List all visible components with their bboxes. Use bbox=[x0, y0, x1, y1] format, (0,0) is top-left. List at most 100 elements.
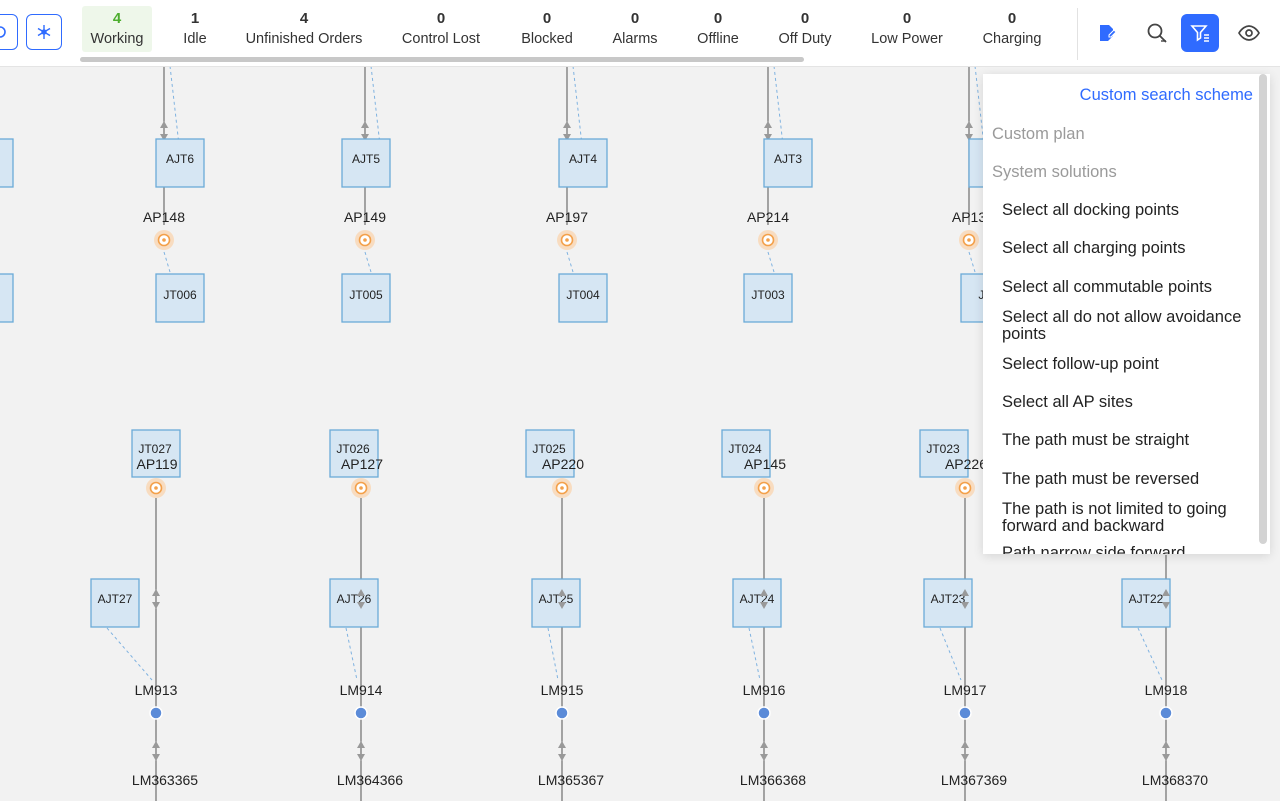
map-graph[interactable]: AJT6AP148JT006AJT5AP149JT005AJT4AP197JT0… bbox=[0, 66, 1280, 801]
station-box[interactable] bbox=[558, 273, 608, 323]
station-box[interactable] bbox=[743, 273, 793, 323]
dashed-link[interactable] bbox=[364, 251, 372, 273]
dropdown-scrollbar[interactable] bbox=[1259, 74, 1267, 544]
edit-button[interactable] bbox=[1088, 14, 1126, 52]
dropdown-option[interactable]: Select all do not allow avoidance points bbox=[1002, 308, 1242, 343]
station-box[interactable] bbox=[90, 578, 140, 628]
direction-arrow[interactable] bbox=[152, 754, 160, 761]
dashed-link[interactable] bbox=[547, 627, 559, 681]
station-box[interactable] bbox=[531, 578, 581, 628]
snowflake-button[interactable] bbox=[26, 14, 62, 50]
ap-marker[interactable] bbox=[162, 238, 166, 242]
ap-marker[interactable] bbox=[766, 238, 770, 242]
direction-arrow[interactable] bbox=[965, 121, 973, 128]
dropdown-option[interactable]: The path must be straight bbox=[1002, 431, 1190, 449]
station-box[interactable] bbox=[155, 138, 205, 188]
direction-arrow[interactable] bbox=[961, 741, 969, 748]
dashed-link[interactable] bbox=[345, 627, 358, 681]
station-box[interactable] bbox=[525, 429, 575, 478]
direction-arrow[interactable] bbox=[558, 602, 566, 609]
visibility-button[interactable] bbox=[1230, 14, 1268, 52]
station-box[interactable] bbox=[0, 138, 14, 188]
dashed-link[interactable] bbox=[169, 66, 180, 146]
direction-arrow[interactable] bbox=[361, 121, 369, 128]
direction-arrow[interactable] bbox=[760, 602, 768, 609]
toolbar-scrollbar[interactable] bbox=[80, 57, 804, 62]
station-box[interactable] bbox=[558, 138, 608, 188]
station-box[interactable] bbox=[131, 429, 181, 478]
direction-arrow[interactable] bbox=[558, 754, 566, 761]
direction-arrow[interactable] bbox=[760, 741, 768, 748]
station-box[interactable] bbox=[763, 138, 813, 188]
dashed-link[interactable] bbox=[968, 251, 976, 273]
station-box[interactable] bbox=[341, 273, 391, 323]
direction-arrow[interactable] bbox=[361, 134, 369, 141]
lm-point[interactable] bbox=[757, 706, 771, 720]
dashed-link[interactable] bbox=[370, 66, 381, 146]
direction-arrow[interactable] bbox=[152, 589, 160, 596]
direction-arrow[interactable] bbox=[760, 589, 768, 596]
ap-marker[interactable] bbox=[560, 486, 564, 490]
direction-arrow[interactable] bbox=[1162, 589, 1170, 596]
lm-point[interactable] bbox=[354, 706, 368, 720]
direction-arrow[interactable] bbox=[961, 754, 969, 761]
direction-arrow[interactable] bbox=[357, 589, 365, 596]
direction-arrow[interactable] bbox=[1162, 602, 1170, 609]
dashed-link[interactable] bbox=[773, 66, 784, 146]
dropdown-option[interactable]: The path is not limited to going forward… bbox=[1002, 500, 1227, 535]
direction-arrow[interactable] bbox=[760, 754, 768, 761]
lm-point[interactable] bbox=[149, 706, 163, 720]
direction-arrow[interactable] bbox=[357, 754, 365, 761]
station-box[interactable] bbox=[155, 273, 205, 323]
lm-point[interactable] bbox=[555, 706, 569, 720]
dashed-link[interactable] bbox=[767, 251, 775, 273]
direction-arrow[interactable] bbox=[764, 134, 772, 141]
direction-arrow[interactable] bbox=[558, 741, 566, 748]
dashed-link[interactable] bbox=[106, 627, 153, 681]
dropdown-option[interactable]: Select all AP sites bbox=[1002, 393, 1133, 411]
direction-arrow[interactable] bbox=[152, 741, 160, 748]
link-button[interactable] bbox=[0, 14, 18, 50]
direction-arrow[interactable] bbox=[152, 602, 160, 609]
ap-marker[interactable] bbox=[967, 238, 971, 242]
dropdown-option[interactable]: The path must be reversed bbox=[1002, 470, 1200, 488]
dashed-link[interactable] bbox=[748, 627, 761, 681]
dashed-link[interactable] bbox=[974, 66, 985, 146]
station-box[interactable] bbox=[0, 273, 14, 323]
station-box[interactable] bbox=[919, 429, 969, 478]
custom-search-scheme-link[interactable]: Custom search scheme bbox=[1079, 86, 1253, 104]
station-box[interactable] bbox=[329, 578, 379, 628]
direction-arrow[interactable] bbox=[160, 134, 168, 141]
station-box[interactable] bbox=[1121, 578, 1171, 628]
dashed-link[interactable] bbox=[572, 66, 583, 146]
direction-arrow[interactable] bbox=[563, 121, 571, 128]
direction-arrow[interactable] bbox=[1162, 754, 1170, 761]
direction-arrow[interactable] bbox=[961, 589, 969, 596]
direction-arrow[interactable] bbox=[965, 134, 973, 141]
ap-marker[interactable] bbox=[565, 238, 569, 242]
dashed-link[interactable] bbox=[939, 627, 962, 681]
dropdown-option[interactable]: Select all docking points bbox=[1002, 201, 1180, 219]
dashed-link[interactable] bbox=[566, 251, 574, 273]
ap-marker[interactable] bbox=[359, 486, 363, 490]
ap-marker[interactable] bbox=[762, 486, 766, 490]
dropdown-option[interactable]: Select follow-up point bbox=[1002, 355, 1159, 373]
lm-point[interactable] bbox=[958, 706, 972, 720]
station-box[interactable] bbox=[341, 138, 391, 188]
filter-button[interactable] bbox=[1181, 14, 1219, 52]
direction-arrow[interactable] bbox=[1162, 741, 1170, 748]
ap-marker[interactable] bbox=[154, 486, 158, 490]
direction-arrow[interactable] bbox=[558, 589, 566, 596]
dashed-link[interactable] bbox=[163, 251, 171, 273]
lm-point[interactable] bbox=[1159, 706, 1173, 720]
